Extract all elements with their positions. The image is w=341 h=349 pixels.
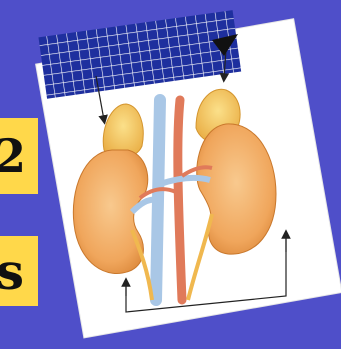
- aorta: [178, 100, 182, 300]
